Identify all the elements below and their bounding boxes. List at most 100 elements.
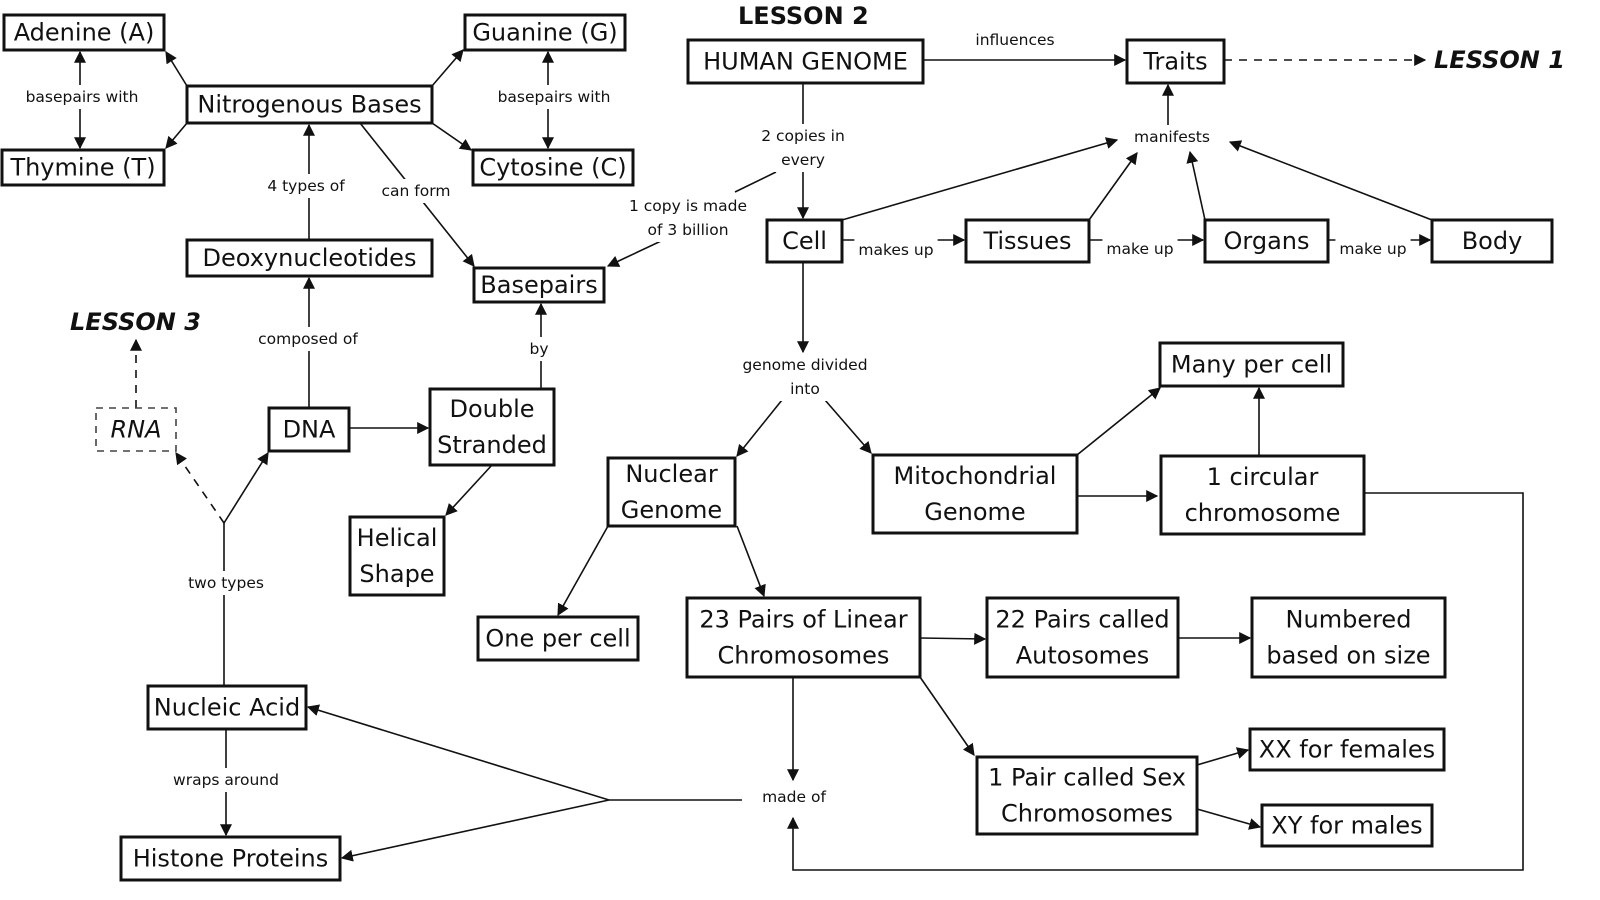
edge-linear-sex [919, 676, 975, 756]
edge-organs-manifests [1186, 150, 1206, 221]
node-nucleic-acid[interactable]: Nucleic Acid [146, 684, 308, 731]
node-label: Genome [621, 496, 722, 524]
edge-label-composed-of: composed of [254, 327, 362, 351]
node-label: Thymine (T) [9, 154, 155, 182]
node-box [685, 596, 922, 679]
lesson-3-link[interactable]: LESSON 3 [70, 308, 201, 336]
node-label: Adenine (A) [14, 19, 155, 47]
node-human-genome[interactable]: HUMAN GENOME [686, 38, 925, 85]
node-box [472, 266, 606, 304]
node-label: Nuclear [625, 460, 718, 488]
node-traits[interactable]: Traits [1125, 38, 1226, 85]
node-guanine[interactable]: Guanine (G) [463, 13, 627, 52]
edge-label-text: of 3 billion [647, 221, 728, 239]
edge-label-text: influences [975, 31, 1054, 49]
node-xy[interactable]: XY for males [1260, 803, 1434, 848]
node-label: Stranded [437, 431, 547, 459]
edge-label-wraps-around: wraps around [169, 768, 283, 792]
node-box [1203, 218, 1330, 264]
edge-cell-manifests [841, 137, 1119, 221]
node-label: Chromosomes [1001, 800, 1173, 828]
node-rna[interactable]: RNA [95, 407, 177, 452]
node-box [606, 456, 737, 528]
node-thymine[interactable]: Thymine (T) [0, 148, 166, 187]
node-one-per-cell[interactable]: One per cell [476, 615, 640, 662]
edge-linear-autosomes [919, 632, 987, 645]
node-box [428, 387, 556, 467]
node-cytosine[interactable]: Cytosine (C) [471, 148, 635, 187]
node-label: Tissues [982, 227, 1071, 255]
edge-tissues-manifests [1088, 152, 1138, 221]
node-tissues[interactable]: Tissues [964, 218, 1091, 264]
node-label: Traits [1142, 48, 1207, 76]
lesson-1-link[interactable]: LESSON 1 [1434, 46, 1565, 74]
node-box [119, 835, 342, 882]
node-body[interactable]: Body [1430, 218, 1554, 264]
node-label: Helical [357, 524, 438, 552]
node-label: XX for females [1259, 736, 1435, 764]
node-dna[interactable]: DNA [267, 406, 351, 453]
edge-label-two-types: two types [184, 571, 268, 595]
node-box [185, 238, 434, 278]
edge-bases-guanine [431, 49, 464, 87]
edge-label-text: basepairs with [498, 88, 611, 106]
node-label: 22 Pairs called [995, 606, 1169, 634]
node-histone-proteins[interactable]: Histone Proteins [119, 835, 342, 882]
node-deoxynucleotides[interactable]: Deoxynucleotides [185, 238, 434, 278]
node-box [975, 755, 1199, 836]
node-label: Cytosine (C) [479, 154, 626, 182]
node-box [185, 84, 434, 125]
node-box [1248, 727, 1446, 772]
edge-label-four-types-of: 4 types of [263, 174, 349, 198]
node-many-per-cell[interactable]: Many per cell [1158, 341, 1345, 388]
node-box [95, 407, 177, 452]
node-label: Organs [1224, 227, 1310, 255]
node-label: 1 circular [1207, 463, 1319, 491]
node-cell[interactable]: Cell [765, 218, 844, 264]
edge-label-two-copies: 2 copies in every [757, 124, 849, 172]
edge-label-text: two types [188, 574, 264, 592]
edge-body-manifests [1228, 140, 1433, 221]
edge-label-text: 2 copies in [761, 127, 845, 145]
edge-divided-nuclear [736, 399, 783, 457]
edge-divided-mito [824, 399, 872, 454]
edge-label-text: wraps around [173, 771, 279, 789]
node-label: RNA [110, 416, 161, 444]
node-label: XY for males [1271, 812, 1422, 840]
node-box [2, 13, 166, 52]
edge-label-make-up-2: make up [1335, 237, 1411, 261]
edge-mito-many [1076, 387, 1161, 456]
edge-bases-adenine [165, 50, 188, 87]
node-label: One per cell [485, 625, 630, 653]
edge-label-text: into [790, 380, 820, 398]
edge-double-helical [445, 464, 493, 516]
node-xx[interactable]: XX for females [1248, 727, 1446, 772]
edge-label-text: manifests [1134, 128, 1210, 146]
node-organs[interactable]: Organs [1203, 218, 1330, 264]
edge-label-text: basepairs with [26, 88, 139, 106]
edge-label-text: make up [1339, 240, 1406, 258]
node-adenine[interactable]: Adenine (A) [2, 13, 166, 52]
node-nitrogenous-bases[interactable]: Nitrogenous Bases [185, 84, 434, 125]
edge-sex-xy [1196, 808, 1262, 830]
node-box [267, 406, 351, 453]
edge-label-text: every [781, 151, 825, 169]
node-basepairs[interactable]: Basepairs [472, 266, 606, 304]
edge-label-text: made of [762, 788, 826, 806]
edge-label-influences: influences [971, 28, 1059, 52]
node-box [476, 615, 640, 662]
node-label: Cell [782, 227, 827, 255]
node-label: HUMAN GENOME [703, 48, 908, 76]
edge-label-basepairs-with-at: basepairs with [21, 85, 143, 109]
node-box [1430, 218, 1554, 264]
